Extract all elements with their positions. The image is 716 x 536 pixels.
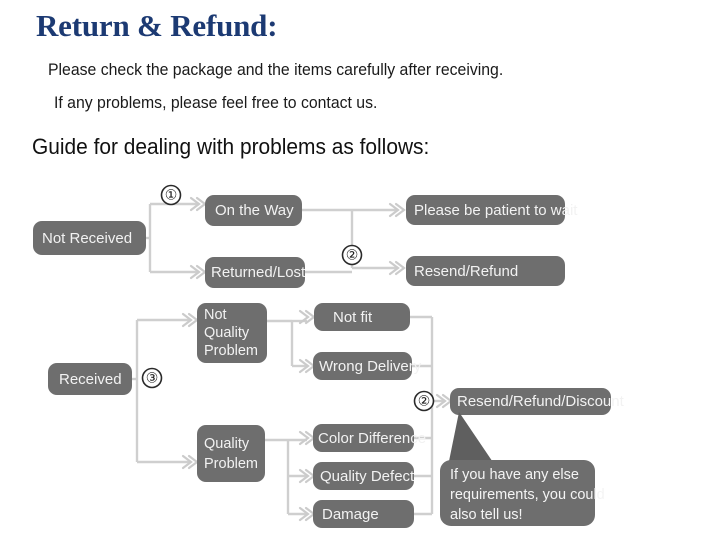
- node-received-label: Received: [59, 371, 122, 388]
- node-received: Received: [48, 363, 132, 395]
- node-not-quality-problem-line-1: Not: [204, 307, 227, 323]
- node-resend-refund-discount-label: Resend/Refund/Discount: [457, 393, 625, 410]
- callout-line-3: also tell us!: [450, 507, 523, 523]
- marker-two-upper: ②: [341, 244, 363, 266]
- node-not-fit-label: Not fit: [333, 309, 373, 326]
- guide-heading: Guide for dealing with problems as follo…: [32, 134, 430, 159]
- intro-line-2: If any problems, please feel free to con…: [54, 93, 378, 112]
- marker-two-upper-label: ②: [346, 249, 359, 264]
- connectors-not-received: [146, 202, 397, 274]
- node-damage-label: Damage: [322, 506, 379, 523]
- node-not-received: Not Received: [33, 221, 146, 255]
- node-returned-lost-label: Returned/Lost: [211, 264, 306, 281]
- node-quality-defect: Quality Defect: [313, 462, 415, 490]
- marker-one: ①: [160, 184, 182, 206]
- node-resend-refund: Resend/Refund: [406, 256, 565, 286]
- connectors-received: [132, 315, 443, 516]
- node-not-quality-problem-line-2: Quality: [204, 325, 250, 341]
- node-resend-refund-discount: Resend/Refund/Discount: [450, 388, 625, 415]
- marker-one-label: ①: [165, 189, 178, 204]
- node-wrong-delivery-label: Wrong Delivery: [319, 358, 422, 375]
- node-color-difference: Color Difference: [313, 424, 426, 452]
- node-wrong-delivery: Wrong Delivery: [313, 352, 422, 380]
- node-on-the-way: On the Way: [205, 195, 302, 226]
- node-resend-refund-label: Resend/Refund: [414, 263, 518, 280]
- node-returned-lost: Returned/Lost: [205, 257, 306, 288]
- node-please-be-patient: Please be patient to wait: [406, 195, 578, 225]
- marker-two-lower: ②: [413, 390, 435, 412]
- page-title: Return & Refund:: [36, 8, 278, 43]
- callout-line-1: If you have any else: [450, 467, 579, 483]
- intro-line-1: Please check the package and the items c…: [48, 60, 504, 79]
- node-quality-problem-line-2: Problem: [204, 456, 258, 472]
- node-not-quality-problem-line-3: Problem: [204, 343, 258, 359]
- callout-line-2: requirements, you could: [450, 487, 605, 503]
- node-not-quality-problem: Not Quality Problem: [197, 303, 267, 363]
- node-not-received-label: Not Received: [42, 230, 132, 247]
- node-please-be-patient-label: Please be patient to wait: [414, 202, 578, 219]
- marker-two-lower-label: ②: [418, 395, 431, 410]
- node-quality-problem: Quality Problem: [197, 425, 265, 482]
- marker-three: ③: [141, 367, 163, 389]
- marker-three-label: ③: [146, 372, 159, 387]
- node-quality-defect-label: Quality Defect: [320, 468, 415, 485]
- node-damage: Damage: [313, 500, 414, 528]
- node-color-difference-label: Color Difference: [318, 430, 426, 447]
- node-on-the-way-label: On the Way: [215, 202, 294, 219]
- node-not-fit: Not fit: [314, 303, 410, 331]
- node-quality-problem-line-1: Quality: [204, 436, 250, 452]
- callout-bubble: If you have any else requirements, you c…: [440, 412, 605, 526]
